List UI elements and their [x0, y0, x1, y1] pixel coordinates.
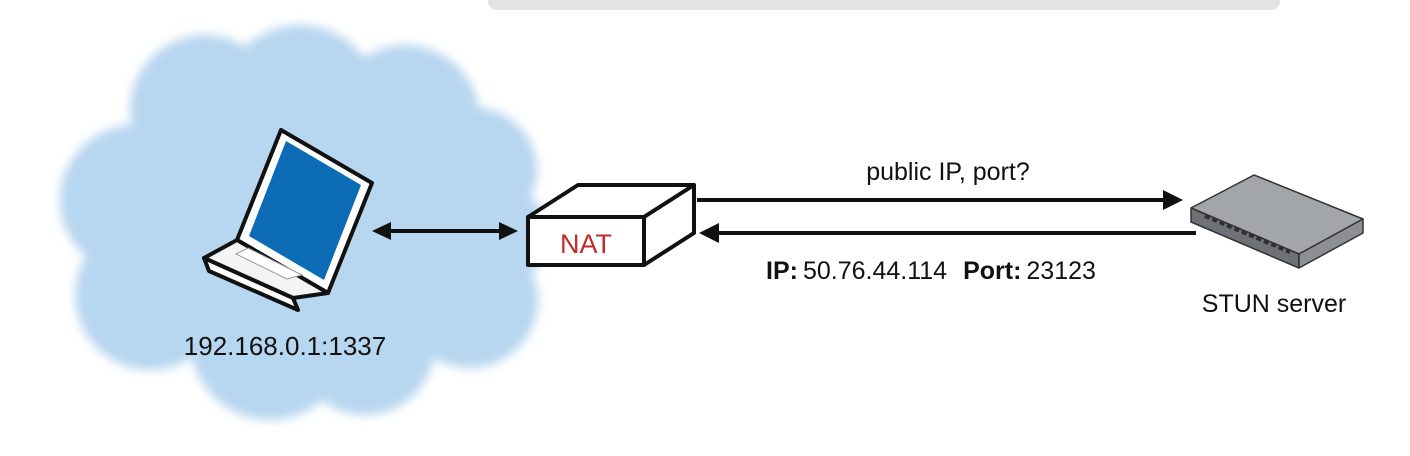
request-arrow	[697, 190, 1183, 210]
nat-label: NAT	[560, 229, 612, 259]
server-label: STUN server	[1202, 290, 1346, 318]
response-label: IP:50.76.44.114 Port:23123	[766, 257, 1096, 285]
request-label: public IP, port?	[866, 158, 1030, 186]
laptop-address-label: 192.168.0.1:1337	[184, 331, 386, 361]
response-port-key: Port:	[963, 257, 1021, 285]
response-ip-value: 50.76.44.114	[803, 257, 947, 285]
nat-device-icon	[526, 183, 696, 267]
cloud-shape	[60, 25, 550, 420]
response-port-value: 23123	[1026, 257, 1096, 285]
laptop-icon	[202, 128, 374, 312]
laptop-nat-arrow	[372, 222, 518, 240]
response-arrow	[699, 223, 1196, 243]
response-ip-key: IP:	[766, 257, 798, 285]
server-icon	[1190, 174, 1364, 269]
top-bar-decoration	[488, 0, 1280, 10]
